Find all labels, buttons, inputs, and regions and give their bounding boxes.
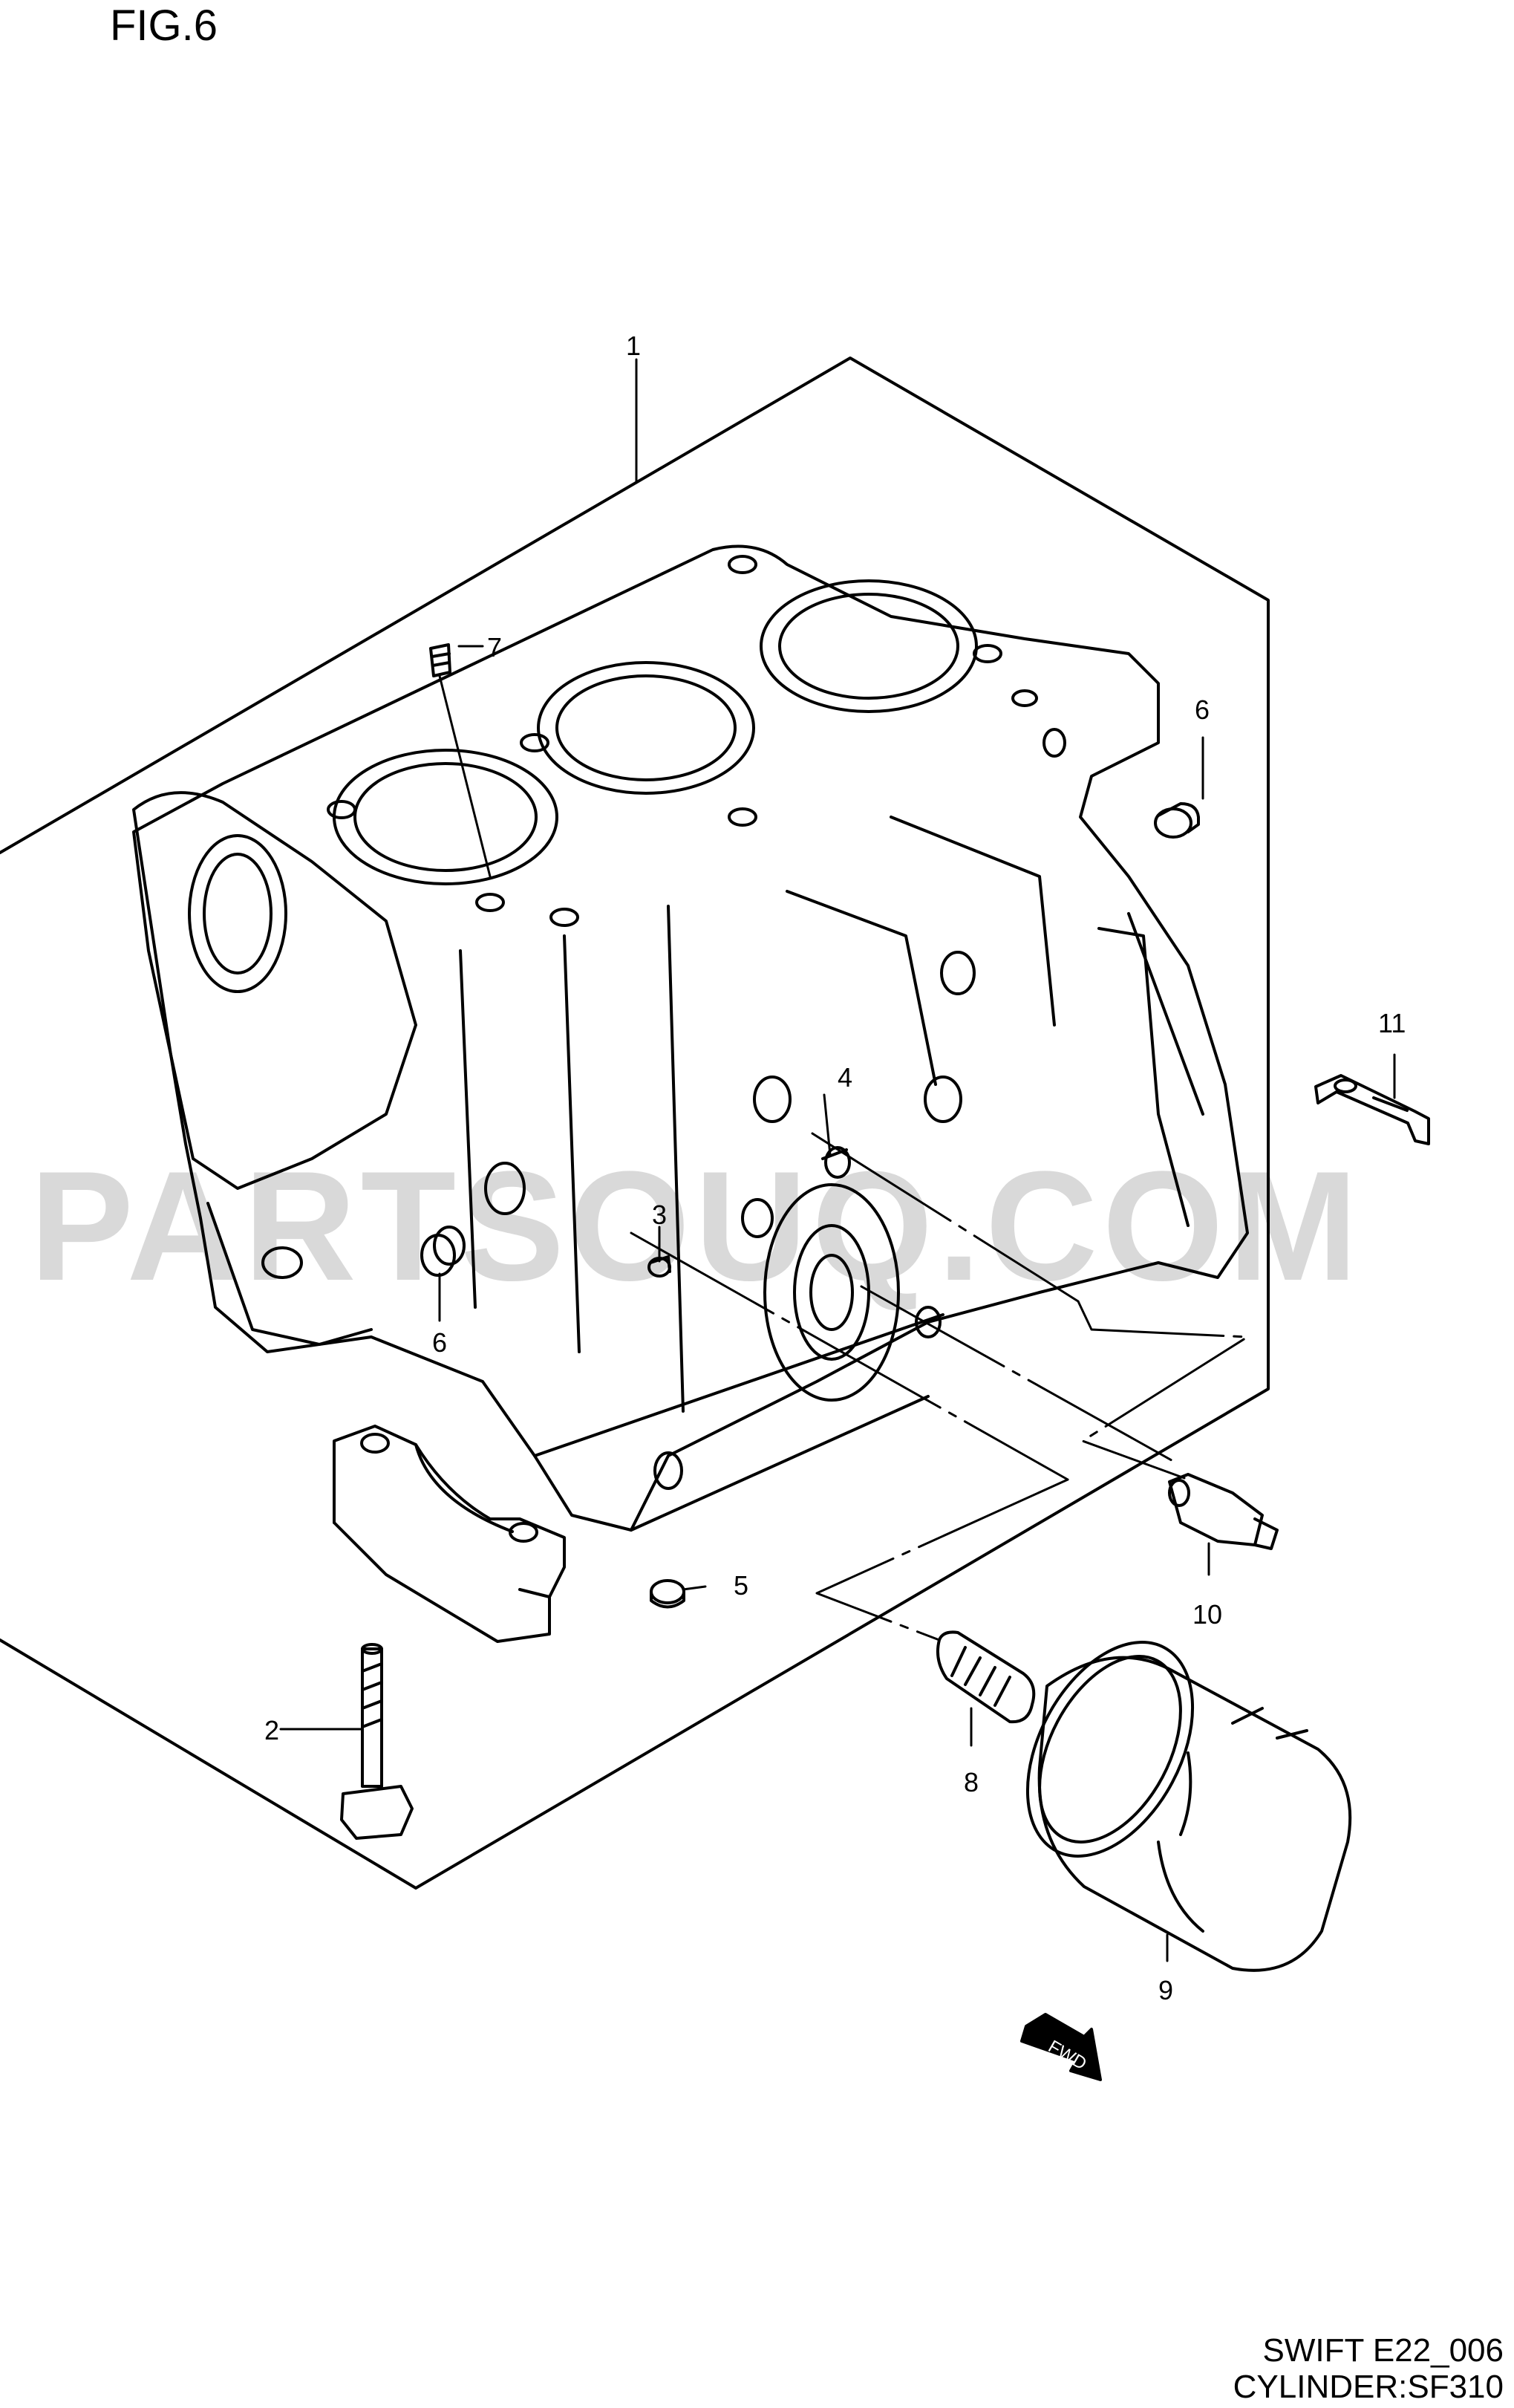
oil-filter <box>1025 1641 1352 1972</box>
callout-11: 11 <box>1378 1008 1406 1038</box>
plug-5 <box>650 1579 685 1609</box>
plug-6-lower <box>420 1226 466 1277</box>
footer-section: CYLINDER:SF310 <box>1233 2368 1504 2405</box>
callout-2: 2 <box>264 1715 279 1745</box>
cylinder-block <box>132 544 1249 1532</box>
bearing-cap <box>333 1425 566 1643</box>
oil-pressure-switch <box>1168 1473 1279 1550</box>
plug-4 <box>821 1146 851 1179</box>
footer-caption: SWIFT E22_006 CYLINDER:SF310 <box>1233 2332 1504 2405</box>
callout-1: 1 <box>626 331 641 361</box>
union-bolt <box>936 1630 1036 1724</box>
callout-8: 8 <box>964 1767 979 1797</box>
callout-10: 10 <box>1192 1599 1222 1630</box>
watermark: PARTSOUQ.COM <box>30 1139 1363 1313</box>
callout-6-upper: 6 <box>1195 694 1210 725</box>
leader-lines <box>279 358 1396 1962</box>
cap-bolt <box>340 1643 414 1840</box>
callout-3: 3 <box>652 1200 667 1230</box>
callout-7: 7 <box>487 632 502 663</box>
bracket <box>1314 1074 1430 1145</box>
plug-6-upper <box>1154 802 1200 839</box>
callout-9: 9 <box>1158 1975 1173 2005</box>
plug-7 <box>429 643 451 677</box>
callout-5: 5 <box>734 1570 748 1601</box>
fwd-arrow-icon: FWD <box>1020 2013 1102 2081</box>
footer-model: SWIFT E22_006 <box>1262 2332 1504 2369</box>
figure-title: FIG.6 <box>110 1 218 50</box>
kit-boundary <box>0 357 1270 1890</box>
callout-4: 4 <box>838 1062 852 1093</box>
callout-6-lower: 6 <box>432 1327 447 1358</box>
